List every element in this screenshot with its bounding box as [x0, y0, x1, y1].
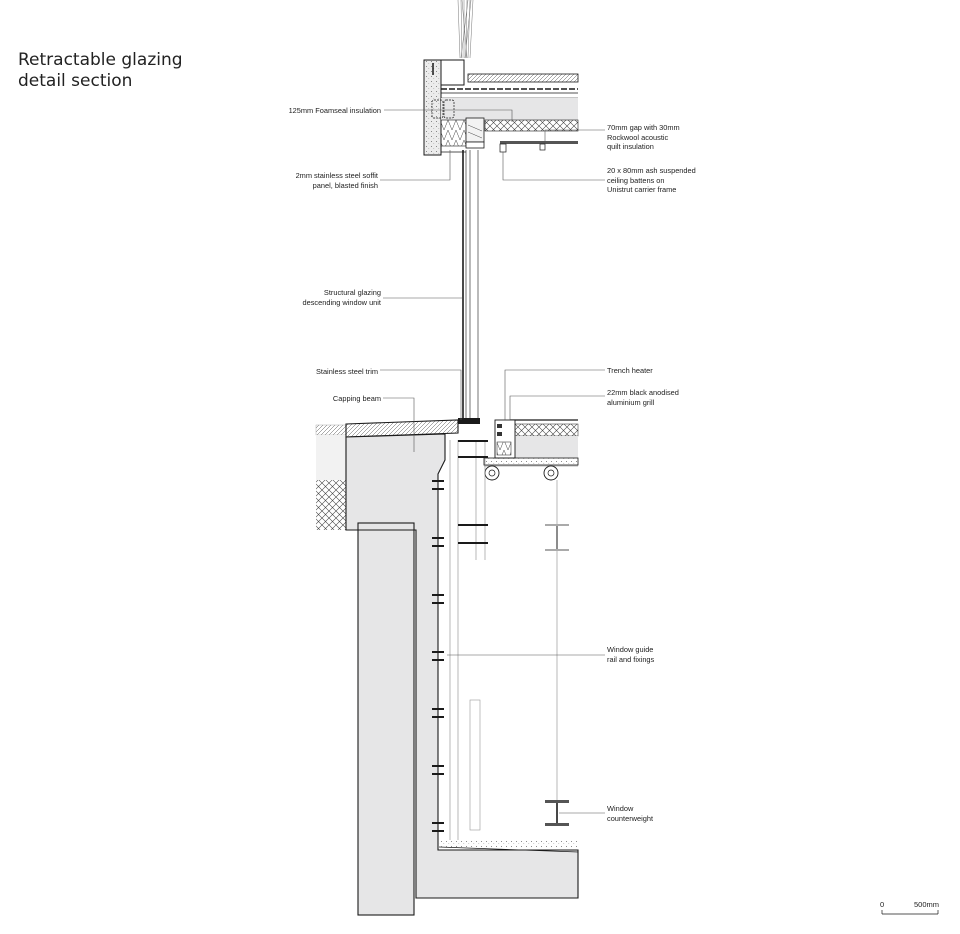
label-stainless-steel-trim: Stainless steel trim [270, 367, 378, 377]
label-window-guide-rail: Window guide rail and fixings [607, 645, 654, 664]
label-text: Rockwool acoustic [607, 132, 669, 142]
label-trench-heater: Trench heater [607, 366, 653, 376]
label-text: descending window unit [302, 297, 381, 307]
roof-layers [431, 73, 579, 153]
glazing-unit [462, 150, 479, 420]
capping-beam [345, 419, 579, 899]
label-text: Structural glazing [323, 288, 381, 297]
label-text: aluminium grill [607, 397, 655, 407]
label-text: Capping beam [332, 394, 381, 403]
label-text: 22mm black anodised [607, 388, 679, 397]
leader-lines [380, 109, 605, 814]
roof-cables [457, 0, 474, 59]
label-text: Stainless steel trim [315, 367, 378, 376]
label-ceiling-battens: 20 x 80mm ash suspended ceiling battens … [607, 166, 696, 195]
roof-edge [423, 59, 465, 156]
label-text: Trench heater [607, 366, 653, 375]
label-window-counterweight: Window counterweight [607, 804, 653, 823]
label-soffit-panel: 2mm stainless steel soffit panel, blaste… [270, 171, 378, 190]
label-capping-beam: Capping beam [270, 394, 381, 404]
label-text: ceiling battens on [607, 175, 665, 185]
scale-bar [881, 910, 939, 915]
label-text: 20 x 80mm ash suspended [607, 166, 696, 175]
retaining-wall [357, 522, 416, 916]
label-aluminium-grill: 22mm black anodised aluminium grill [607, 388, 679, 407]
label-rockwool-insulation: 70mm gap with 30mm Rockwool acoustic qui… [607, 123, 680, 152]
label-text: panel, blasted finish [312, 180, 378, 190]
label-structural-glazing: Structural glazing descending window uni… [270, 288, 381, 307]
label-text: 125mm Foamseal insulation [288, 106, 381, 115]
rail-fixings [432, 418, 488, 832]
label-text: Window guide [607, 645, 654, 654]
label-text: Window [607, 804, 634, 813]
label-text: rail and fixings [607, 654, 655, 664]
label-text: 70mm gap with 30mm [607, 123, 680, 132]
label-foamseal-insulation: 125mm Foamseal insulation [270, 106, 381, 116]
label-text: counterweight [607, 813, 654, 823]
title-line-2: detail section [18, 71, 133, 91]
counterweight [545, 480, 569, 826]
guide-rail [449, 440, 486, 840]
floor-layers [483, 419, 579, 481]
scale-start: 0 [880, 900, 885, 909]
ground [315, 424, 347, 530]
scale-end: 500mm [914, 900, 940, 909]
label-text: Unistrut carrier frame [607, 185, 677, 195]
label-text: quilt insulation [607, 142, 654, 152]
drawing-title: Retractable glazing detail section [18, 50, 183, 92]
label-text: 2mm stainless steel soffit [295, 171, 378, 180]
title-line-1: Retractable glazing [18, 50, 183, 70]
